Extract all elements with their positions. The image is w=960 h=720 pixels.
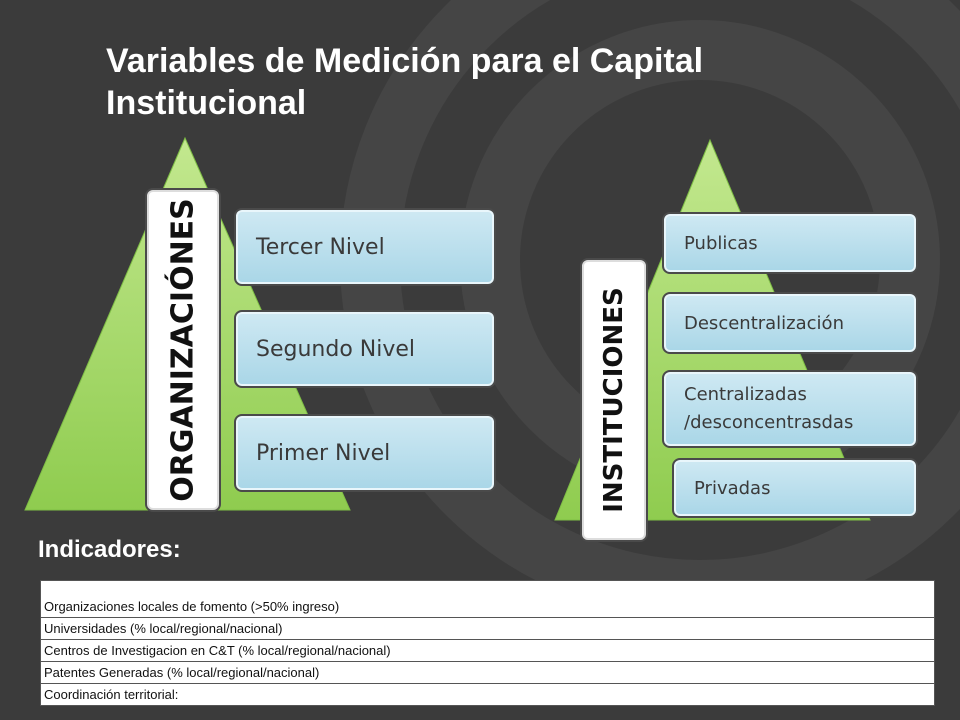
table-row: Organizaciones locales de fomento (>50% … xyxy=(40,580,935,618)
type-box-privadas: Privadas xyxy=(672,458,918,518)
table-cell: Patentes Generadas (% local/regional/nac… xyxy=(40,661,935,684)
level-box-segundo: Segundo Nivel xyxy=(234,310,496,388)
indicadores-heading: Indicadores: xyxy=(38,536,181,563)
table-row: Universidades (% local/regional/nacional… xyxy=(40,617,935,640)
table-cell: Centros de Investigacion en C&T (% local… xyxy=(40,639,935,662)
table-cell: Universidades (% local/regional/nacional… xyxy=(40,617,935,640)
table-row: Patentes Generadas (% local/regional/nac… xyxy=(40,661,935,684)
level-box-primer: Primer Nivel xyxy=(234,414,496,492)
type-label: Publicas xyxy=(684,232,758,254)
indicadores-table: Organizaciones locales de fomento (>50% … xyxy=(40,580,935,706)
level-box-tercer: Tercer Nivel xyxy=(234,208,496,286)
instituciones-label: INSTITUCIONES xyxy=(599,287,629,513)
type-label: Descentralización xyxy=(684,312,844,334)
table-row: Centros de Investigacion en C&T (% local… xyxy=(40,639,935,662)
organizaciones-label: ORGANIZACIÓNES xyxy=(165,198,201,502)
table-cell: Organizaciones locales de fomento (>50% … xyxy=(40,580,935,618)
type-box-publicas: Publicas xyxy=(662,212,918,274)
type-label: Privadas xyxy=(694,477,771,499)
organizaciones-label-box: ORGANIZACIÓNES xyxy=(145,188,221,512)
type-box-descentralizacion: Descentralización xyxy=(662,292,918,354)
level-label: Primer Nivel xyxy=(256,440,391,466)
table-cell: Coordinación territorial: xyxy=(40,683,935,706)
type-label: Centralizadas /desconcentrasdas xyxy=(684,384,854,433)
instituciones-label-box: INSTITUCIONES xyxy=(580,258,648,542)
type-box-centralizadas: Centralizadas /desconcentrasdas xyxy=(662,370,918,448)
slide-title: Variables de Medición para el Capital In… xyxy=(106,42,704,122)
level-label: Tercer Nivel xyxy=(256,234,385,260)
level-label: Segundo Nivel xyxy=(256,336,416,362)
table-row: Coordinación territorial: xyxy=(40,683,935,706)
